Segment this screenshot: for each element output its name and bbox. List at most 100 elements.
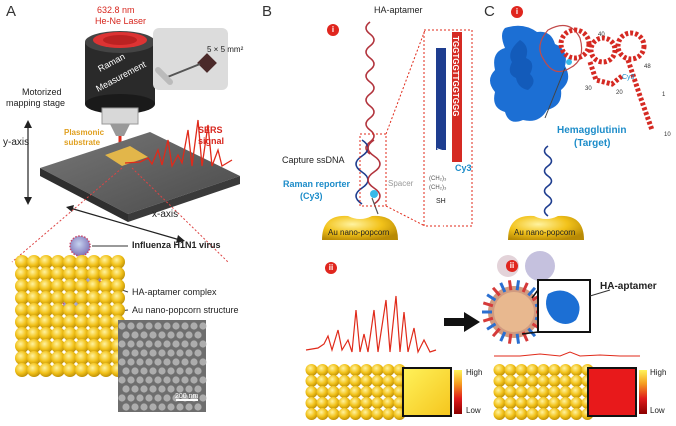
sem-particle	[136, 358, 144, 366]
gold-nanoparticle	[99, 351, 113, 365]
gold-nanoparticle	[39, 279, 53, 293]
sem-particle	[158, 349, 166, 357]
gold-nanoparticle	[493, 408, 506, 420]
gold-nanoparticle	[63, 315, 77, 329]
au-popcorn-label-b: Au nano-popcorn	[328, 228, 390, 237]
cy3-label-c: Cy3	[622, 74, 635, 81]
sers-spectrum-c	[494, 351, 640, 357]
sem-particle	[185, 367, 193, 375]
gold-nanoparticle	[515, 397, 528, 409]
hemagglutinin-label-1: Hemagglutinin	[557, 125, 627, 136]
laser-wavelength: 632.8 nm	[97, 5, 135, 15]
sem-particle	[149, 403, 157, 411]
gold-nanoparticle	[99, 279, 113, 293]
gold-nanoparticle	[51, 339, 65, 353]
sem-particle	[127, 322, 135, 330]
ha-aptamer-strand	[365, 21, 375, 155]
sem-particle	[163, 376, 171, 384]
gold-nanoparticle	[537, 386, 550, 398]
gold-nanoparticle	[27, 363, 41, 377]
laser-type: He-Ne Laser	[95, 16, 147, 26]
raman-reporter-label: Raman reporter	[283, 179, 351, 189]
gold-nanoparticle	[504, 408, 517, 420]
gold-nanoparticle	[15, 291, 29, 305]
sem-particle	[194, 331, 202, 339]
gold-nanoparticle	[316, 364, 329, 376]
gold-nanoparticle	[504, 375, 517, 387]
aptamer-bar	[452, 32, 462, 162]
gold-nanoparticle	[63, 363, 77, 377]
sem-particle	[172, 358, 180, 366]
gold-nanoparticle	[526, 397, 539, 409]
color-scale-b	[454, 370, 462, 414]
gold-nanoparticle	[27, 267, 41, 281]
gold-nanoparticle	[360, 397, 373, 409]
sem-particle	[136, 340, 144, 348]
gold-nanoparticle	[349, 386, 362, 398]
sem-particle	[181, 376, 189, 384]
gold-nanoparticle	[39, 291, 53, 305]
sem-particle	[145, 340, 153, 348]
num-1: 1	[662, 92, 666, 98]
virus-spike	[482, 316, 494, 323]
aptamer-secondary-structure	[558, 27, 655, 131]
sem-particle	[172, 376, 180, 384]
ch2-label-1: (CH₂)₃	[429, 176, 447, 182]
panel-a	[11, 28, 240, 412]
gold-nanoparticle	[63, 291, 77, 305]
virus-spike	[515, 280, 521, 291]
sem-particle	[149, 349, 157, 357]
gold-nanoparticle	[371, 408, 384, 420]
sem-particle	[127, 394, 135, 402]
sem-particle	[154, 340, 162, 348]
gold-nanoparticle	[51, 267, 65, 281]
sem-particle	[181, 322, 189, 330]
badge-b-i: i	[327, 24, 339, 36]
plasmonic-label-1: Plasmonic	[64, 128, 105, 137]
gold-nanoparticle	[51, 303, 65, 317]
sem-particle	[145, 322, 153, 330]
sequence-left: ACCACCAACCACCC	[435, 148, 444, 229]
gold-nanoparticle	[504, 386, 517, 398]
gold-nanoparticle	[51, 315, 65, 329]
x-axis-label: x-axis	[152, 209, 179, 220]
gold-nanoparticle	[87, 279, 101, 293]
au-popcorn-label-c: Au nano-popcorn	[514, 228, 576, 237]
gold-nanoparticle	[493, 386, 506, 398]
au-popcorn-surface-c	[508, 215, 584, 240]
gold-nanoparticle	[338, 397, 351, 409]
gold-nanoparticle	[349, 375, 362, 387]
ha-aptamer-label-c: HA-aptamer	[600, 281, 657, 292]
sem-particle	[176, 349, 184, 357]
gold-nanoparticle	[548, 364, 561, 376]
ha-aptamer-strand-c	[543, 145, 553, 217]
sem-particle	[172, 340, 180, 348]
gold-nanoparticle	[504, 364, 517, 376]
gold-nanoparticle	[526, 375, 539, 387]
sem-particle	[136, 322, 144, 330]
virus-spike	[507, 333, 513, 344]
gold-nanoparticle	[99, 327, 113, 341]
gold-nanoparticle	[99, 255, 113, 269]
sem-particle	[176, 331, 184, 339]
gold-nanoparticle	[360, 375, 373, 387]
sers-map-low	[587, 367, 637, 417]
gold-nanoparticle	[99, 315, 113, 329]
sem-particle	[194, 349, 202, 357]
gold-nanoparticle	[548, 408, 561, 420]
gold-nanoparticle	[27, 339, 41, 353]
sem-particle	[167, 349, 175, 357]
gold-nanoparticle	[63, 351, 77, 365]
gold-nanoparticle	[63, 255, 77, 269]
gold-nanoparticle	[87, 267, 101, 281]
au-nano-popcorn-bed-c	[493, 364, 594, 420]
virus-spike	[491, 327, 501, 338]
gold-nanoparticle	[305, 408, 318, 420]
high-label-c: High	[650, 368, 667, 377]
sem-particle	[190, 322, 198, 330]
gold-nanoparticle	[360, 364, 373, 376]
virus-spike	[507, 280, 513, 291]
sem-particle	[181, 358, 189, 366]
gold-nanoparticle	[327, 386, 340, 398]
sem-particle	[149, 385, 157, 393]
